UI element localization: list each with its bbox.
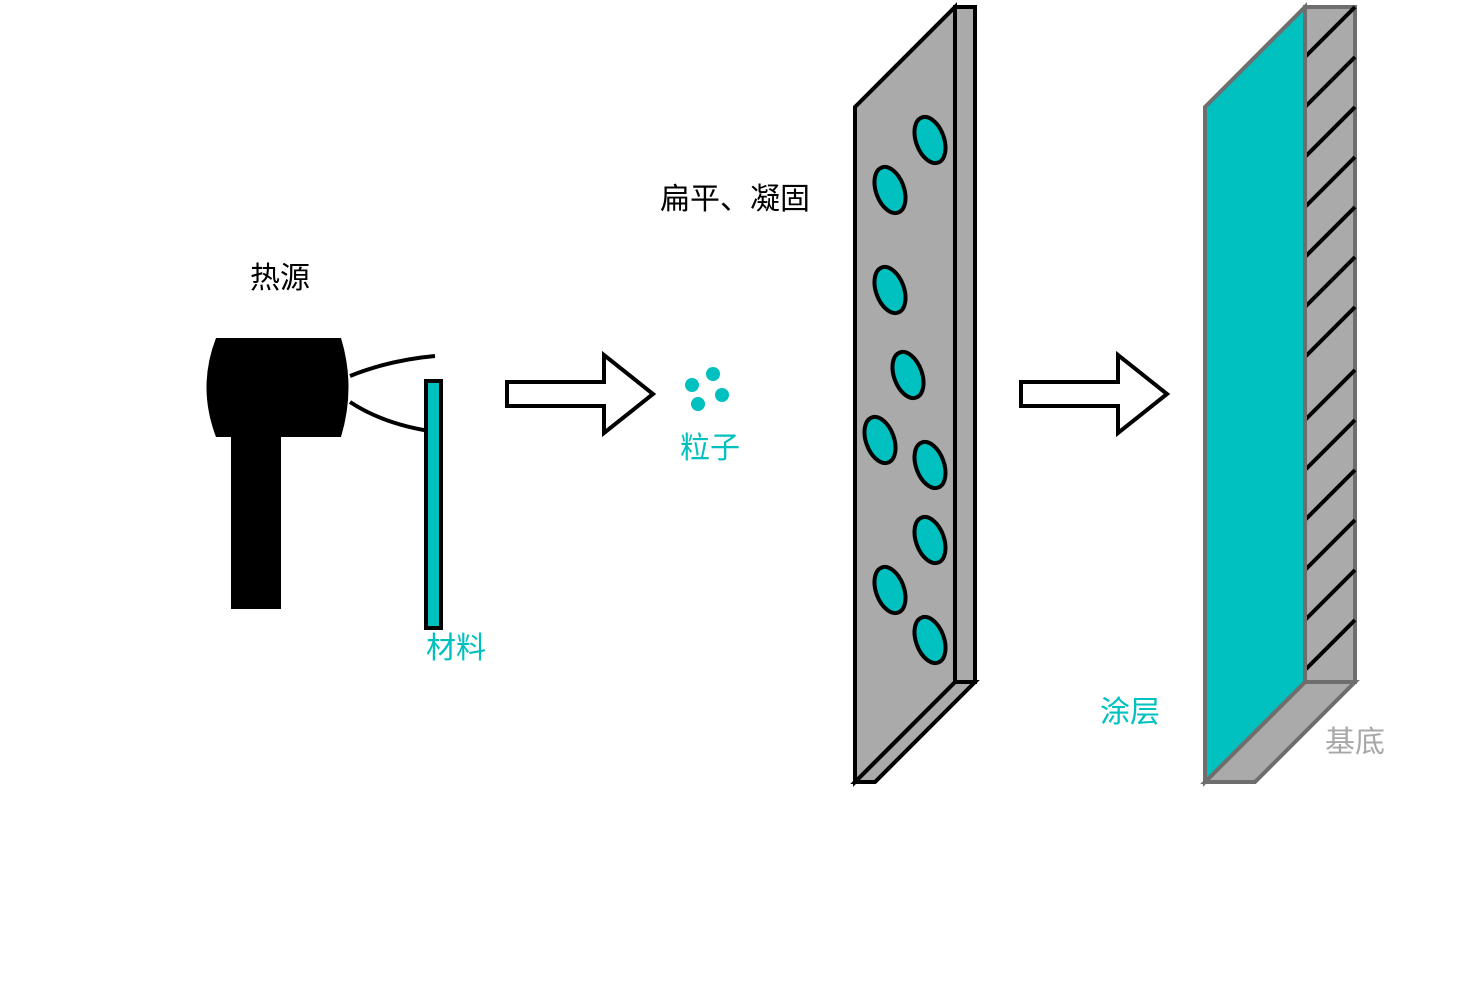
plate-edge: [953, 5, 977, 684]
particle-dot: [715, 388, 729, 402]
splat: [912, 439, 948, 491]
splat: [872, 164, 908, 216]
heat-source-wire-bottom: [348, 400, 437, 434]
heat-source-icon: [206, 338, 437, 609]
heat-source-label: 热源: [250, 261, 310, 296]
particles-cluster: [685, 367, 729, 411]
coated-substrate: [1200, 2, 1360, 787]
coating-label: 涂层: [1100, 695, 1160, 730]
flattened-splats: [862, 114, 948, 666]
particle-dot: [706, 367, 720, 381]
substrate-edge: [1303, 5, 1357, 684]
heat-source-body: [206, 338, 349, 437]
particles-label: 粒子: [680, 431, 740, 466]
particle-dot: [691, 397, 705, 411]
splat: [912, 614, 948, 666]
flatten-solidify-label: 扁平、凝固: [660, 182, 810, 217]
splat: [872, 264, 908, 316]
heat-source-wire-top: [349, 354, 436, 378]
splat: [912, 514, 948, 566]
process-arrow-2: [1019, 350, 1171, 438]
splat-plate: [850, 2, 980, 787]
substrate-hatching: [1303, 5, 1357, 672]
material-rod: [424, 379, 443, 630]
substrate-label: 基底: [1325, 725, 1385, 760]
splat: [872, 564, 908, 616]
heat-source-handle: [231, 436, 281, 609]
splat: [890, 349, 926, 401]
splat: [912, 114, 948, 166]
particle-dot: [685, 378, 699, 392]
coating-layer: [1203, 2, 1307, 787]
splat: [862, 414, 898, 466]
process-arrow-1: [505, 350, 657, 438]
material-label: 材料: [426, 631, 486, 666]
